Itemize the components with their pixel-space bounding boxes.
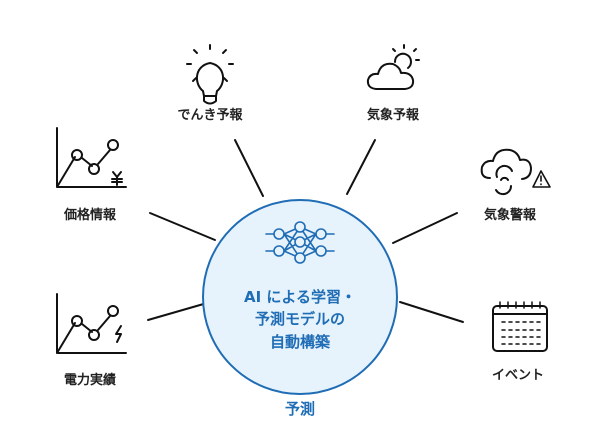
node-label-weather-warning: 気象警報 xyxy=(483,208,537,223)
center-circle xyxy=(202,199,398,395)
cloud-sun-icon xyxy=(366,44,420,90)
node-label-event: イベント xyxy=(491,368,545,383)
line-chart-lightning-icon xyxy=(56,293,127,354)
lightbulb-icon xyxy=(186,44,234,105)
center-text-line-3: 自動構築 xyxy=(269,333,331,351)
line-chart-yen-icon xyxy=(56,127,127,188)
node-label-power-results: 電力実績 xyxy=(63,373,117,388)
node-label-weather-forecast: 気象予報 xyxy=(366,108,420,123)
center-text-line-2: 予測モデルの xyxy=(254,310,346,328)
node-label-price-info: 価格情報 xyxy=(63,208,117,223)
node-label-denki-forecast: でんき予報 xyxy=(177,108,243,123)
center-caption: 予測 xyxy=(284,400,316,418)
calendar-icon xyxy=(492,301,548,352)
center-text-line-1: AI による学習・ xyxy=(244,288,356,306)
neural-network-icon xyxy=(265,221,335,264)
connector-lines xyxy=(147,139,464,323)
storm-warning-icon xyxy=(480,148,551,196)
